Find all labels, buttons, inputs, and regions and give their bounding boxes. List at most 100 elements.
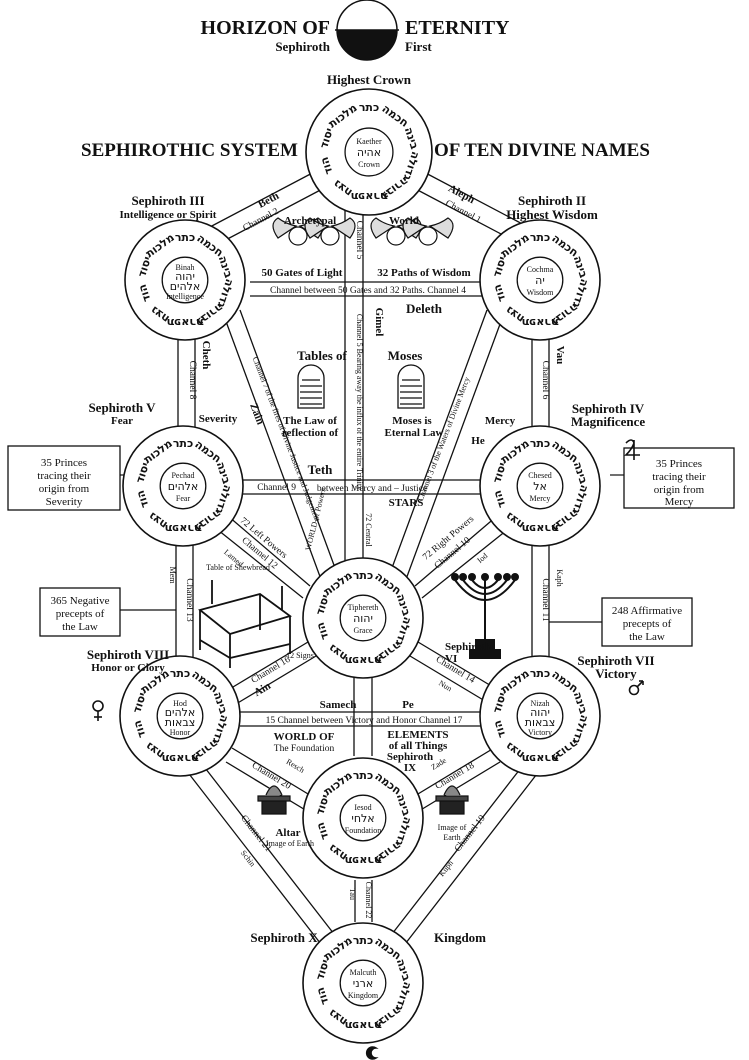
label-teth: Teth [308, 462, 334, 477]
sephira-meaning: Foundation [345, 826, 381, 835]
box-affirmative-line-2: precepts of [623, 618, 672, 630]
box-affirmative-precepts: 248 Affirmative precepts of the Law [601, 597, 693, 647]
label-tables-of: Tables of [297, 348, 347, 363]
sephira-inner-ring [159, 462, 207, 510]
sephira-ring-word: הוד [131, 719, 149, 740]
sephira-inner-ring [516, 462, 564, 510]
sephira-meaning: Victory [528, 728, 552, 737]
sephira-ring-word: יסוד [490, 691, 509, 715]
label-seph6-sub: VI [445, 653, 457, 665]
label-resch: Resch [285, 757, 306, 775]
sephiroth-labels: Sephiroth III Intelligence or Spirit Sep… [87, 193, 655, 945]
label-channel-6: Channel 6 [540, 361, 550, 400]
sephira-ring-word: הוד [134, 489, 152, 510]
label-gimel: Gimel [373, 308, 385, 337]
cherub-left-icon [272, 217, 356, 246]
sephira-inner-ring [339, 794, 387, 842]
sephira-name: Binah [175, 263, 194, 272]
label-altar: Altar [275, 827, 300, 839]
sephira-inner-ring [156, 692, 204, 740]
sephira-hebrew: יהוה [353, 612, 373, 625]
sephira-ring-word: כתר [359, 101, 379, 114]
label-seph2-sub: Highest Wisdom [506, 207, 598, 222]
sephira-ring-word: הוד [318, 155, 336, 176]
sephira-meaning: Honor [170, 728, 191, 737]
altar-right-icon [435, 785, 469, 815]
horizon-sun-icon [335, 0, 399, 61]
label-channel-16: Channel 16 [250, 655, 293, 686]
label-mem: Mem [168, 567, 177, 585]
label-reflection-of: reflection of [282, 427, 339, 439]
label-seph8: Sephiroth VIII [87, 647, 169, 662]
label-50-gates: 50 Gates of Light [262, 267, 343, 279]
label-12-signs: 12 Signs [286, 651, 314, 660]
label-stars: STARS [389, 497, 424, 509]
sephira-meaning: Mercy [530, 494, 551, 503]
label-beth: Beth [256, 190, 281, 211]
label-seph7: Sephiroth VII [577, 653, 654, 668]
title-sephirothic-system: SEPHIROTHIC SYSTEM [81, 140, 298, 161]
sephira-name: Nizah [530, 699, 549, 708]
label-seph6: Sephiroth [445, 641, 491, 653]
sephira-hebrew-2: צבאות [525, 716, 555, 729]
shewbread-table-icon [198, 580, 292, 668]
sephira-name: Iesod [354, 803, 371, 812]
label-all-things: of all Things [389, 740, 448, 752]
label-the-foundation: The Foundation [274, 744, 335, 754]
sephira-inner-ring [516, 692, 564, 740]
box-right-line-2: tracing their [652, 471, 706, 483]
box-right-line-1: 35 Princes [656, 458, 702, 470]
box-negative-precepts: 365 Negative precepts of the Law [39, 587, 121, 637]
planet-symbols [92, 439, 644, 1060]
sephira-ring-word: הוד [314, 621, 332, 642]
sephira-ring-word: הוד [314, 986, 332, 1007]
box-left-line-4: Severity [46, 496, 83, 508]
label-image-of: Image of [438, 823, 467, 832]
title-ten-divine-names: OF TEN DIVINE NAMES [434, 140, 650, 161]
sephira-ring-word: תפארת [345, 1019, 382, 1032]
sephira-ring-word: תפארת [345, 654, 382, 667]
tablet-right-icon [397, 364, 425, 409]
center-labels: Archetypal World 50 Gates of Light 32 Pa… [199, 215, 516, 848]
sephira-ring-word: תפארת [165, 522, 202, 535]
label-seph10: Sephiroth X [250, 930, 318, 945]
sephira-ring-word: תפארת [351, 190, 388, 203]
sephira-ring-word: כתר [530, 667, 550, 680]
sephira-name: Chesed [528, 471, 552, 480]
sephira-name: Kaether [356, 137, 382, 146]
label-channel-13: Channel 13 [184, 578, 194, 622]
box-right-princes: 35 Princes tracing their origin from Mer… [623, 447, 735, 509]
sephira-ring-word: כתר [530, 437, 550, 450]
label-moses: Moses [388, 348, 423, 363]
header-horizon-left: HORIZON OF [201, 17, 330, 39]
box-affirmative-line-1: 248 Affirmative [612, 605, 682, 617]
header-highest-crown: Highest Crown [327, 72, 412, 87]
sephira-inner-ring [344, 127, 394, 177]
label-channel-8: Channel 8 [187, 361, 197, 400]
box-right-line-4: Mercy [665, 496, 694, 508]
sephira-name: Cochma [527, 265, 554, 274]
tablet-left-icon [297, 364, 325, 409]
box-left-line-3: origin from [39, 483, 90, 495]
header: HORIZON OF ETERNITY Sephiroth First High… [81, 0, 650, 161]
sephira-ring-word: הוד [491, 719, 509, 740]
sephira-hebrew: אל [533, 480, 547, 493]
label-kingdom: Kingdom [434, 930, 486, 945]
sephira-name: Malcuth [350, 968, 377, 977]
label-channel-5: Channel 5 [354, 221, 364, 260]
label-seph4: Sephiroth IV [572, 401, 645, 416]
box-affirmative-line-3: the Law [629, 631, 665, 643]
sephira-hebrew: אלהים [165, 706, 196, 719]
sephira-ring-word: הוד [314, 821, 332, 842]
sephira-meaning: Wisdom [527, 288, 555, 297]
label-table-shewbread: Table of Shewbread [206, 563, 270, 572]
label-he: He [471, 435, 485, 447]
sephira-ring-word: תפארת [162, 752, 199, 765]
